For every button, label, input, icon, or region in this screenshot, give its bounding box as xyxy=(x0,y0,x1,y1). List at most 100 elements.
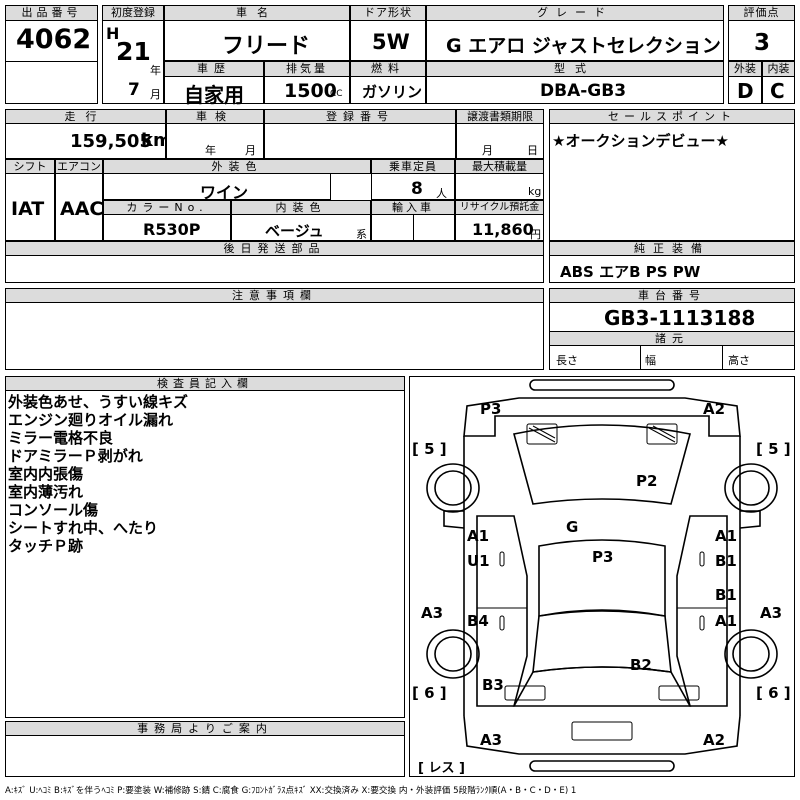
car-name-label: 車名 xyxy=(164,5,350,21)
km-unit: km xyxy=(141,130,172,151)
inspector-line: コンソール傷 xyxy=(8,501,99,519)
model-label: 型式 xyxy=(426,61,724,77)
damage-mark: B1 xyxy=(715,586,737,604)
spec-label: 諸元 xyxy=(549,331,795,346)
damage-mark: A2 xyxy=(703,731,726,749)
capacity: 8 xyxy=(411,179,423,199)
length-label: 長さ xyxy=(556,354,578,367)
damage-mark: A2 xyxy=(703,400,726,418)
wheel-front-right-label: [ 5 ] xyxy=(756,440,791,458)
inspector-line: ミラー電格不良 xyxy=(8,429,114,447)
damage-mark: B4 xyxy=(467,612,489,630)
color-extra-box xyxy=(330,174,371,200)
registration-month: 7 xyxy=(128,80,140,100)
inspection-year-unit: 年 xyxy=(205,144,216,157)
history: 自家用 xyxy=(184,83,244,107)
registration-year: 21 xyxy=(116,37,151,66)
interior-color-suffix: 系 xyxy=(356,228,367,241)
month-unit: 月 xyxy=(150,88,161,101)
equipment-text: ABS エアB PS PW xyxy=(560,263,701,281)
interior-color: ベージュ xyxy=(265,222,324,240)
grade-label: グレード xyxy=(426,5,724,21)
damage-mark: B3 xyxy=(482,676,504,694)
score: 3 xyxy=(754,30,771,56)
import-label: 輸入車 xyxy=(371,200,455,215)
inspection-label: 車検 xyxy=(166,109,264,124)
inspector-label: 検査員記入欄 xyxy=(5,376,405,391)
sales-point-box xyxy=(549,109,795,241)
transfer-day-unit: 日 xyxy=(527,144,538,157)
later-parts-label: 後日発送部品 xyxy=(5,241,544,256)
damage-mark: A1 xyxy=(715,527,738,545)
damage-mark: A3 xyxy=(421,604,444,622)
car-diagram xyxy=(426,379,778,772)
ac-label: エアコン xyxy=(55,159,103,174)
wheel-front-left-label: [ 5 ] xyxy=(412,440,447,458)
damage-mark: B2 xyxy=(630,656,652,674)
shift-label: シフト xyxy=(5,159,55,174)
spec-divider-2 xyxy=(722,346,723,370)
year-unit: 年 xyxy=(150,64,161,77)
damage-mark: A1 xyxy=(715,612,738,630)
exterior-label: 外装 xyxy=(728,61,762,77)
width-label: 幅 xyxy=(645,354,656,367)
door-label: ドア形状 xyxy=(350,5,426,21)
inspector-line: エンジン廻りオイル漏れ xyxy=(8,411,174,429)
sales-point-text: ★オークションデビュー★ xyxy=(552,132,729,150)
color-label: 外装色 xyxy=(103,159,371,174)
inspector-line: 外装色あせ、うすい線キズ xyxy=(8,393,189,411)
damage-mark: U1 xyxy=(467,552,490,570)
mileage: 159,505 xyxy=(70,131,152,152)
damage-mark: B1 xyxy=(715,552,737,570)
score-label: 評価点 xyxy=(728,5,795,21)
kg-unit: kg xyxy=(528,185,542,198)
era: H xyxy=(106,24,120,43)
shift: IAT xyxy=(11,198,45,220)
cc-unit: CC xyxy=(330,89,343,99)
inspection-month-unit: 月 xyxy=(245,144,256,157)
lot-number: 4062 xyxy=(16,24,92,55)
spec-divider-1 xyxy=(640,346,641,370)
inspector-line: ドアミラーＰ剥がれ xyxy=(8,447,143,465)
interior-color-label: 内装色 xyxy=(231,200,371,215)
sales-point-label: セールスポイント xyxy=(549,109,795,124)
inspector-line: シートすれ中、へたり xyxy=(8,519,159,537)
damage-mark: A1 xyxy=(467,527,490,545)
history-label: 車歴 xyxy=(164,61,264,77)
equipment-label: 純正装備 xyxy=(549,241,795,256)
chassis-number: GB3-1113188 xyxy=(604,306,756,330)
transfer-month-unit: 月 xyxy=(482,144,493,157)
color-number-label: カラーNo. xyxy=(103,200,231,215)
height-label: 高さ xyxy=(728,354,750,367)
damage-mark: P3 xyxy=(480,400,502,418)
color: ワイン xyxy=(200,183,249,202)
inspector-line: 室内薄汚れ xyxy=(8,483,84,501)
inspector-lines: 外装色あせ、うすい線キズ エンジン廻りオイル漏れ ミラー電格不良 ドアミラーＰ剥… xyxy=(8,393,188,555)
wheel-rear-left-label: [ 6 ] xyxy=(412,684,447,702)
import-divider xyxy=(413,215,414,241)
spare-tire-label: [ レス ] xyxy=(418,761,465,776)
lot-number-label: 出品番号 xyxy=(5,5,98,21)
fuel-label: 燃料 xyxy=(350,61,426,77)
color-number: R530P xyxy=(143,220,201,239)
door-type: 5W xyxy=(372,30,410,54)
interior-label: 内装 xyxy=(762,61,795,77)
first-registration-box xyxy=(102,5,164,104)
damage-mark: A3 xyxy=(480,731,503,749)
displacement: 1500 xyxy=(284,80,337,102)
capacity-unit: 人 xyxy=(436,187,447,200)
damage-mark: G xyxy=(566,518,579,536)
recycle-fee: 11,860 xyxy=(472,220,534,239)
inspector-line: タッチＰ跡 xyxy=(8,537,84,555)
model: DBA-GB3 xyxy=(540,81,627,101)
ac: AAC xyxy=(60,198,104,220)
interior-score: C xyxy=(770,79,785,103)
inspector-line: 室内内張傷 xyxy=(8,465,84,483)
lot-number-lower xyxy=(5,61,98,104)
grade: G エアロ ジャストセレクション xyxy=(446,35,721,57)
first-registration-label: 初度登録 xyxy=(102,5,164,21)
exterior-score: D xyxy=(737,79,754,103)
max-load-label: 最大積載量 xyxy=(455,159,544,174)
chassis-label: 車台番号 xyxy=(549,288,795,303)
displacement-label: 排気量 xyxy=(264,61,350,77)
